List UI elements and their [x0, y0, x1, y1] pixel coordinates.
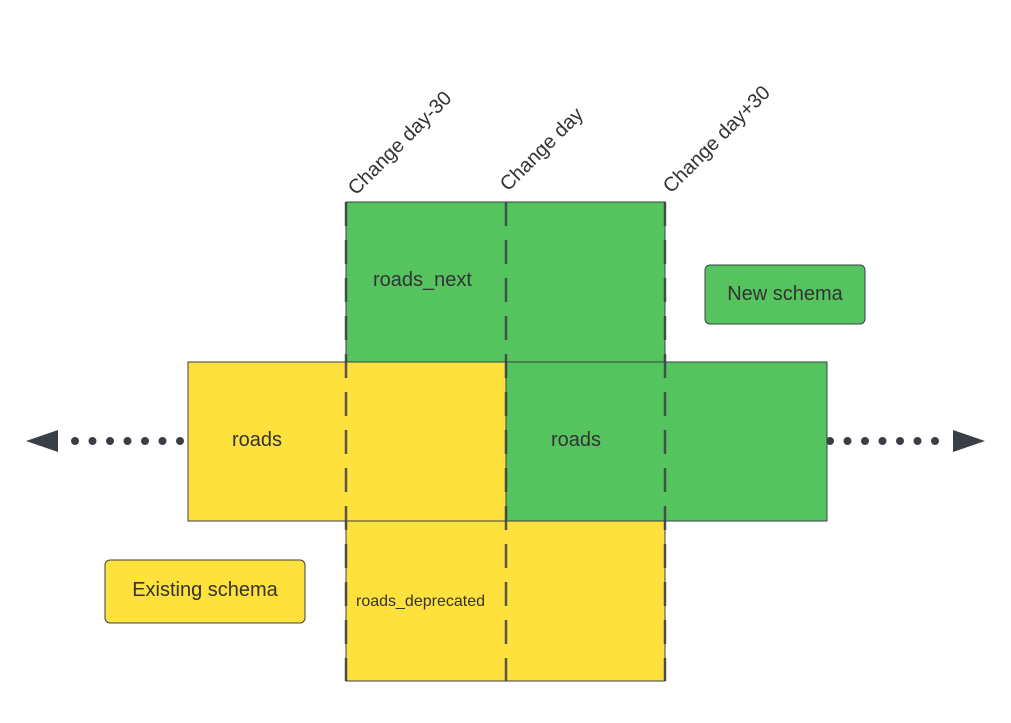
timeline [26, 430, 985, 452]
milestone-label-minus30: Change day-30 [344, 87, 456, 199]
timeline-right-arrowhead-icon [953, 430, 985, 452]
legend-existing-schema: Existing schema [104, 559, 306, 624]
legend-existing-schema-label: Existing schema [132, 579, 278, 601]
legend-new-schema: New schema [704, 264, 866, 325]
timeline-left-arrowhead-icon [26, 430, 58, 452]
roads-next-label: roads_next [373, 269, 472, 291]
roads-existing-label: roads [232, 429, 282, 451]
milestone-label-day: Change day [496, 104, 588, 196]
milestone-label-plus30: Change day+30 [659, 82, 775, 198]
legend-new-schema-label: New schema [727, 283, 843, 305]
legend-existing-schema-swatch [104, 559, 306, 624]
roads-new-box [505, 361, 828, 522]
roads-new-label: roads [551, 429, 601, 451]
roads-deprecated-label: roads_deprecated [356, 593, 485, 610]
legend-new-schema-swatch [704, 264, 866, 325]
